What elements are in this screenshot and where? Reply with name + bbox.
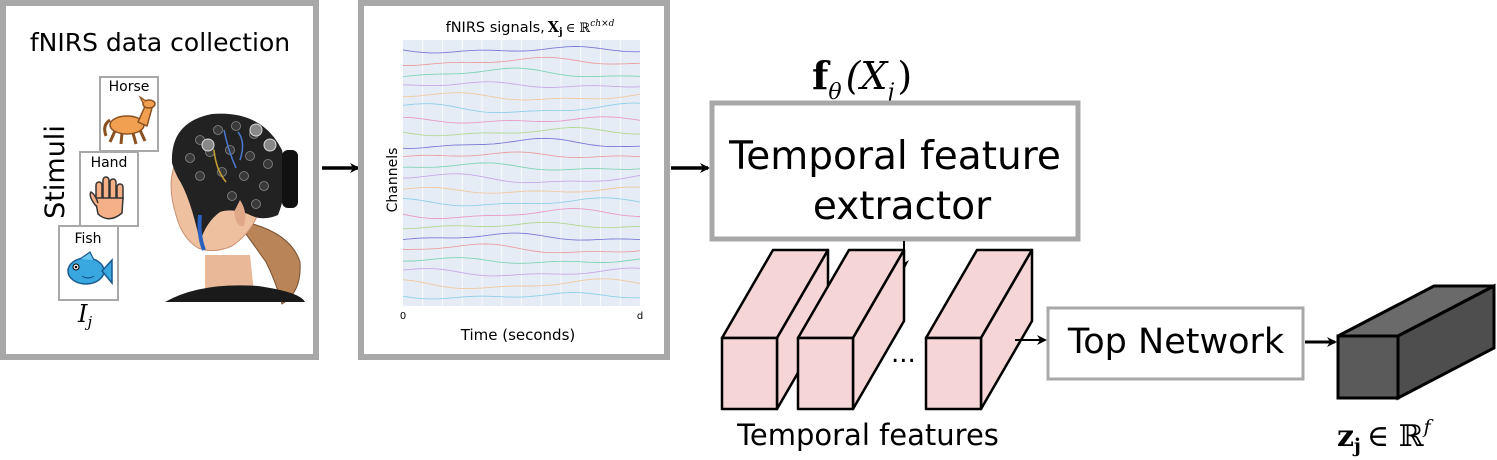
top-network-label: Top Network [1067,322,1285,362]
channel-trace [402,197,641,207]
channel-trace [402,116,641,124]
fish-icon [67,251,113,286]
signals-title: fNIRS signals,Xj∈ ℝch×d [446,19,615,38]
horse-icon [103,95,156,145]
extractor-label-line2: extractor [813,184,992,229]
function-label: fθ(Xj) [812,53,912,105]
channel-trace [402,92,641,101]
channel-trace [402,102,641,114]
channel-trace [402,243,641,254]
collection-title: fNIRS data collection [30,28,290,57]
channel-trace [402,267,641,277]
extractor-label-line1: Temporal feature [728,134,1061,179]
image-variable: Ij [77,300,92,331]
signals-xlabel: Time (seconds) [460,326,576,344]
channel-trace [402,221,641,230]
signals-ylabel: Channels [385,148,401,213]
top-network-box [1046,306,1305,381]
stimulus-card-hand-label: Hand [91,155,128,171]
channel-trace [402,81,641,88]
channel-trace [402,56,641,67]
channel-trace [402,278,641,290]
temporal-features-label: Temporal features [736,418,999,452]
channel-trace [402,162,641,171]
person-with-fnirs-cap-icon [165,113,305,305]
signals-gridlines [422,40,621,306]
stimulus-card-horse-label: Horse [109,79,150,95]
channel-trace [402,257,641,264]
temporal-feature-block [924,248,1034,411]
channel-trace [402,151,641,159]
features-ellipsis: ... [891,339,916,369]
channel-trace [402,67,641,78]
channel-trace [402,208,641,219]
channel-trace [402,232,641,241]
channel-trace [402,127,640,137]
temporal-feature-blocks [720,248,1034,411]
output-label: zj∈ ℝf [1337,416,1434,457]
channel-trace [402,137,641,149]
channel-trace [402,173,641,184]
channel-trace [402,292,641,300]
temporal-feature-extractor-box [709,100,1081,242]
channel-trace [402,46,641,54]
temporal-feature-block [796,248,906,411]
output-embedding-block [1336,283,1496,401]
stimuli-label: Stimuli [40,125,71,219]
hand-icon [89,176,124,220]
channel-trace [402,186,641,194]
signals-x-tick-start: 0 [400,311,406,322]
signals-channels [402,46,641,300]
stimulus-card-fish-label: Fish [74,231,101,247]
signals-x-tick-end: d [637,311,643,322]
